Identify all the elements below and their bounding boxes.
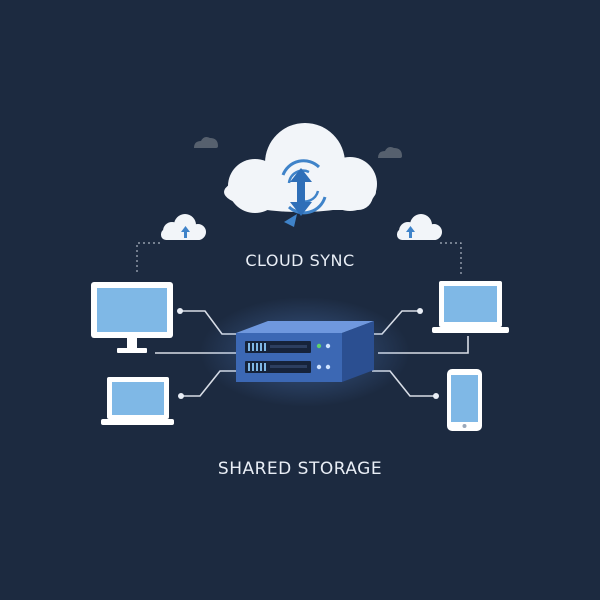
cloud-sync-label: CLOUD SYNC [245,251,355,270]
connection-dots [177,308,439,399]
cloud-upload-icon-left [161,214,206,240]
desktop-monitor-icon [91,282,173,353]
cloud-upload-icon-right [397,214,442,240]
nas-server-icon [236,321,374,382]
small-cloud-icon-right [378,147,402,158]
laptop-icon-left [101,377,174,425]
dotted-link-right [440,242,462,275]
cloud-sync-icon [224,123,377,227]
smartphone-icon [447,369,482,431]
shared-storage-label: SHARED STORAGE [217,459,383,479]
small-cloud-icon-left [194,137,218,148]
laptop-icon-right [432,281,509,333]
